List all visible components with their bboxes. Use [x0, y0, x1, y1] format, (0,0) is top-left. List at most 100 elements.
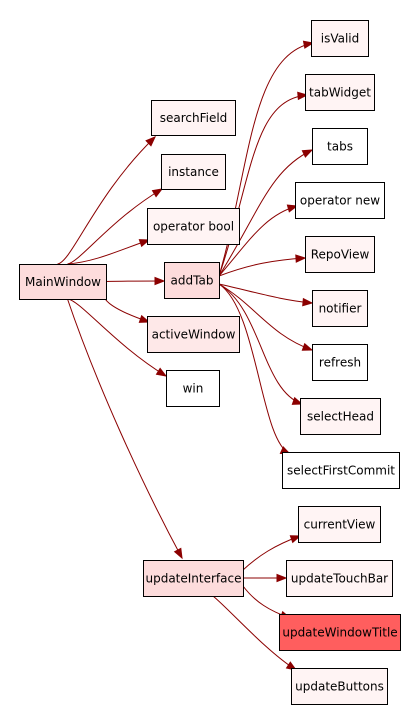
- edge-MainWindow-to-instance: [67, 188, 164, 265]
- node-box[interactable]: [312, 290, 368, 327]
- node-MainWindow[interactable]: MainWindow: [19, 264, 107, 300]
- arrowhead-icon: [138, 314, 151, 323]
- node-box[interactable]: [164, 262, 220, 299]
- node-box[interactable]: [312, 128, 368, 165]
- node-tabs[interactable]: tabs: [312, 128, 368, 165]
- edge-line: [218, 283, 291, 455]
- arrowhead-icon: [138, 239, 151, 248]
- node-operatorNew[interactable]: operator new: [295, 182, 385, 219]
- node-box[interactable]: [312, 344, 368, 381]
- node-label: activeWindow: [152, 328, 236, 342]
- node-instance[interactable]: instance: [161, 154, 226, 190]
- edge-line: [218, 149, 313, 277]
- node-tabWidget[interactable]: tabWidget: [305, 74, 375, 111]
- node-label: instance: [168, 165, 219, 179]
- arrowhead-icon: [173, 547, 183, 560]
- node-selectHead[interactable]: selectHead: [300, 398, 381, 435]
- node-label: refresh: [319, 356, 361, 370]
- node-label: win: [183, 382, 204, 396]
- edge-MainWindow-to-activeWindow: [103, 287, 151, 323]
- edge-addTab-to-refresh: [218, 283, 314, 351]
- node-box[interactable]: [311, 20, 369, 57]
- edge-line: [67, 239, 150, 265]
- node-label: addTab: [171, 274, 214, 288]
- node-label: searchField: [160, 111, 228, 125]
- edge-addTab-to-RepoView: [218, 254, 307, 277]
- node-box[interactable]: [161, 154, 226, 190]
- node-updateButtons[interactable]: updateButtons: [291, 668, 388, 705]
- node-box[interactable]: [286, 560, 393, 597]
- node-label: isValid: [321, 32, 360, 46]
- arrowhead-icon: [145, 136, 156, 147]
- edge-line: [218, 283, 303, 405]
- node-box[interactable]: [147, 208, 240, 245]
- node-currentView[interactable]: currentView: [298, 506, 381, 543]
- node-box[interactable]: [279, 614, 401, 651]
- arrowhead-icon: [276, 573, 288, 583]
- arrowhead-icon: [151, 188, 164, 198]
- node-label: operator bool: [153, 220, 234, 234]
- arrowhead-icon: [289, 535, 302, 544]
- edge-line: [67, 188, 163, 265]
- edge-line: [218, 283, 313, 351]
- edge-MainWindow-to-win: [67, 298, 168, 377]
- arrowhead-icon: [154, 276, 166, 286]
- node-label: MainWindow: [25, 275, 101, 289]
- node-addTab[interactable]: addTab: [164, 262, 220, 299]
- node-box[interactable]: [151, 100, 236, 136]
- arrowhead-icon: [301, 149, 314, 158]
- node-updateInterface[interactable]: updateInterface: [143, 560, 244, 597]
- edge-MainWindow-to-updateInterface: [67, 298, 183, 560]
- node-label: selectFirstCommit: [287, 464, 395, 478]
- node-refresh[interactable]: refresh: [312, 344, 368, 381]
- node-box[interactable]: [143, 560, 244, 597]
- node-updateTouchBar[interactable]: updateTouchBar: [286, 560, 393, 597]
- node-isValid[interactable]: isValid: [311, 20, 369, 57]
- node-label: notifier: [319, 302, 362, 316]
- edge-addTab-to-tabs: [218, 149, 314, 277]
- arrowhead-icon: [302, 40, 315, 49]
- node-box[interactable]: [300, 398, 381, 435]
- node-box[interactable]: [295, 182, 385, 219]
- node-activeWindow[interactable]: activeWindow: [147, 316, 240, 353]
- node-label: currentView: [304, 518, 376, 532]
- edge-line: [67, 298, 167, 377]
- node-RepoView[interactable]: RepoView: [305, 236, 375, 273]
- node-win[interactable]: win: [166, 370, 220, 407]
- edge-line: [57, 136, 156, 265]
- node-box[interactable]: [282, 452, 400, 489]
- node-updateWindowTitle[interactable]: updateWindowTitle: [279, 614, 401, 651]
- node-label: selectHead: [307, 410, 374, 424]
- edge-addTab-to-selectHead: [218, 283, 304, 405]
- node-label: operator new: [300, 194, 380, 208]
- node-box[interactable]: [298, 506, 381, 543]
- node-box[interactable]: [305, 74, 375, 111]
- edge-addTab-to-notifier: [218, 283, 314, 307]
- edge-line: [67, 298, 183, 559]
- edge-updateInterface-to-updateWindowTitle: [242, 585, 292, 619]
- edge-updateInterface-to-updateTouchBar: [243, 573, 288, 583]
- node-label: tabs: [327, 140, 353, 154]
- node-label: tabWidget: [309, 86, 371, 100]
- edge-updateInterface-to-currentView: [242, 535, 302, 571]
- node-label: updateTouchBar: [291, 572, 388, 586]
- node-box[interactable]: [19, 264, 107, 300]
- node-box[interactable]: [305, 236, 375, 273]
- node-box[interactable]: [291, 668, 388, 705]
- node-box[interactable]: [166, 370, 220, 407]
- arrowhead-icon: [301, 342, 314, 351]
- node-operatorBool[interactable]: operator bool: [147, 208, 240, 245]
- node-searchField[interactable]: searchField: [151, 100, 236, 136]
- arrowhead-icon: [155, 367, 168, 377]
- node-notifier[interactable]: notifier: [312, 290, 368, 327]
- edge-MainWindow-to-searchField: [57, 136, 156, 265]
- node-box[interactable]: [147, 316, 240, 353]
- edge-MainWindow-to-operatorBool: [67, 239, 151, 265]
- node-label: updateButtons: [295, 680, 384, 694]
- arrowhead-icon: [291, 396, 304, 405]
- node-label: RepoView: [311, 248, 370, 262]
- node-label: updateWindowTitle: [282, 626, 397, 640]
- edge-addTab-to-operatorNew: [218, 204, 299, 277]
- node-selectFirstCommit[interactable]: selectFirstCommit: [282, 452, 400, 489]
